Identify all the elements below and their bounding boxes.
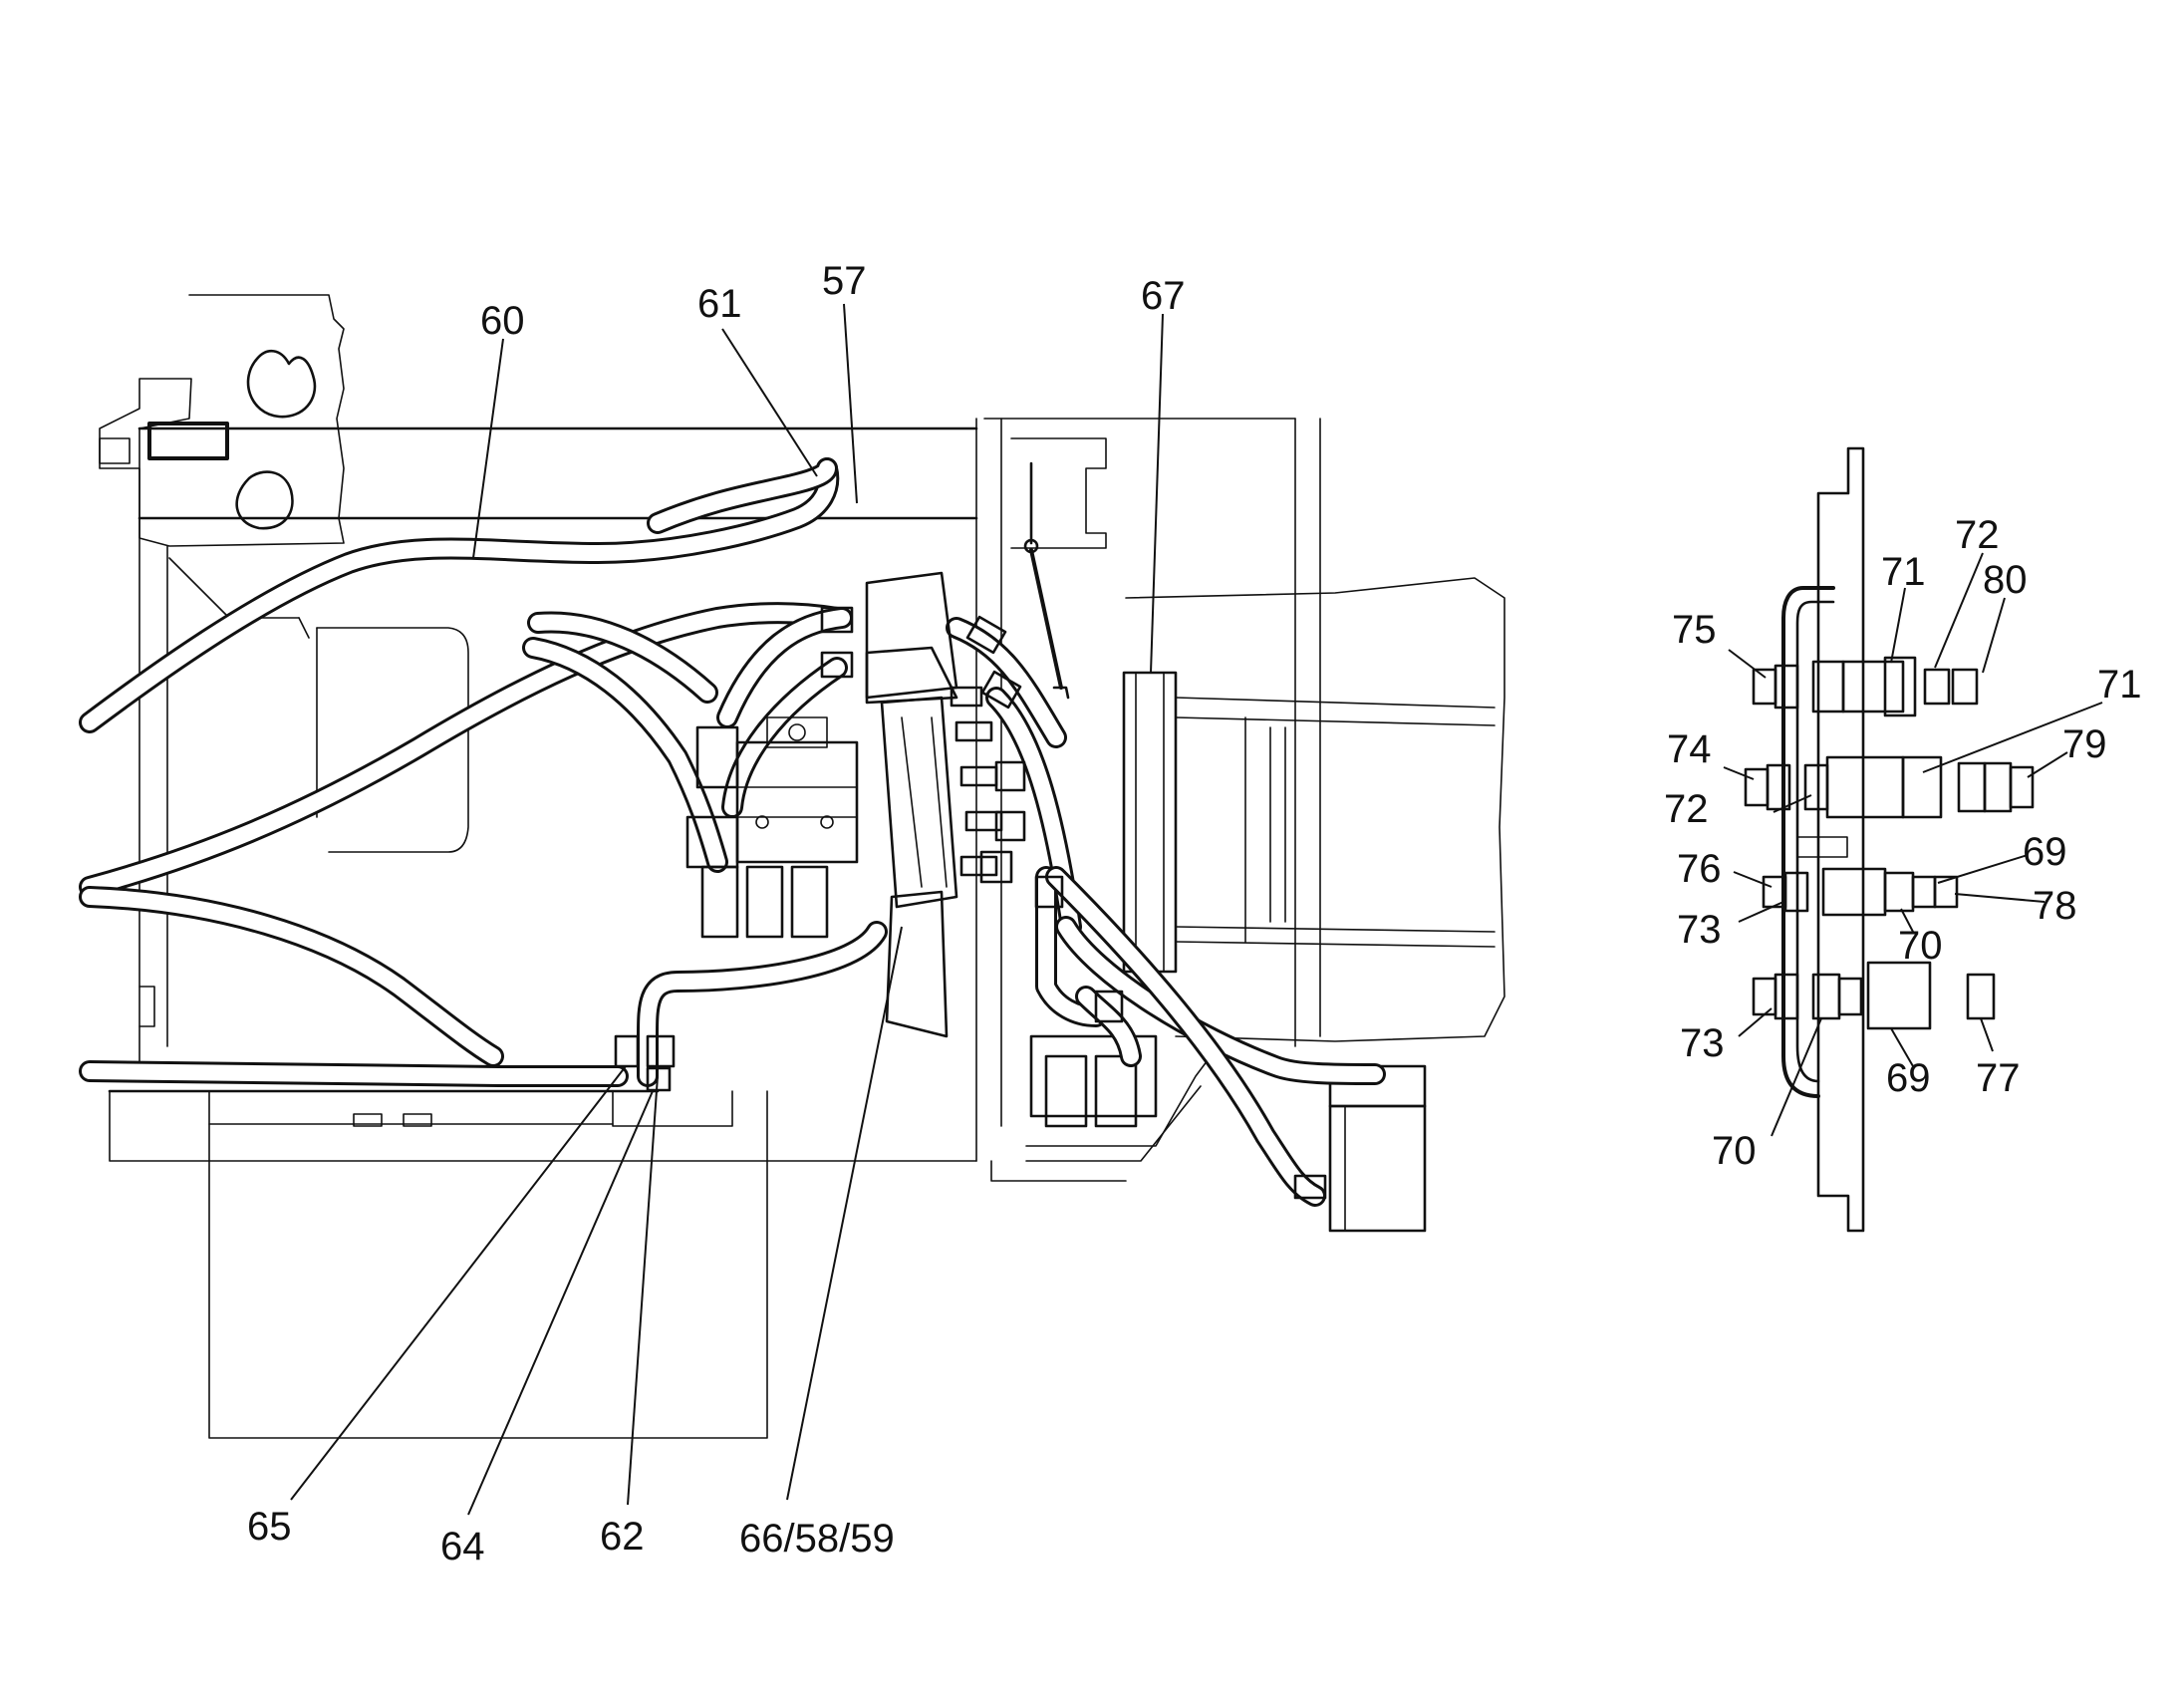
callout-75: 75 xyxy=(1672,608,1717,652)
callout-64: 64 xyxy=(440,1525,485,1568)
row-4-fittings xyxy=(1752,961,1996,1030)
callout-70-mid: 70 xyxy=(1898,924,1943,968)
machine-frame xyxy=(99,294,1505,1439)
callout-74: 74 xyxy=(1667,727,1712,771)
hose-lines xyxy=(79,457,1386,1207)
callout-67: 67 xyxy=(1141,274,1186,318)
leader-lines xyxy=(290,303,2103,1516)
callout-79: 79 xyxy=(2062,722,2107,766)
callout-60: 60 xyxy=(480,299,525,343)
callout-62: 62 xyxy=(600,1515,645,1559)
callout-66-58-59: 66/58/59 xyxy=(739,1517,895,1561)
callout-71-right: 71 xyxy=(2097,663,2142,707)
row-1-fittings xyxy=(1752,656,1979,717)
callout-65: 65 xyxy=(247,1505,292,1549)
callout-labels: 60 61 57 67 65 64 62 66/58/59 72 71 80 7… xyxy=(247,259,2142,1568)
callout-73-low: 73 xyxy=(1680,1021,1725,1065)
row-3-fittings xyxy=(1762,867,1959,917)
callout-80: 80 xyxy=(1983,558,2028,602)
callout-78: 78 xyxy=(2033,884,2077,928)
callout-61: 61 xyxy=(697,282,742,326)
row-2-fittings xyxy=(1744,755,2035,819)
valve-manifold-detail xyxy=(1744,446,2035,1233)
control-valve-block xyxy=(614,571,1327,1200)
callout-73-mid: 73 xyxy=(1677,908,1722,952)
callout-70-low: 70 xyxy=(1712,1129,1757,1173)
callout-77: 77 xyxy=(1976,1056,2021,1100)
callout-72-top: 72 xyxy=(1955,513,2000,557)
callout-71-top: 71 xyxy=(1881,550,1926,594)
callout-69-top: 69 xyxy=(2023,830,2067,874)
callout-69-low: 69 xyxy=(1886,1056,1931,1100)
callout-72-mid: 72 xyxy=(1664,787,1709,831)
callout-57: 57 xyxy=(822,259,867,303)
callout-76: 76 xyxy=(1677,847,1722,891)
